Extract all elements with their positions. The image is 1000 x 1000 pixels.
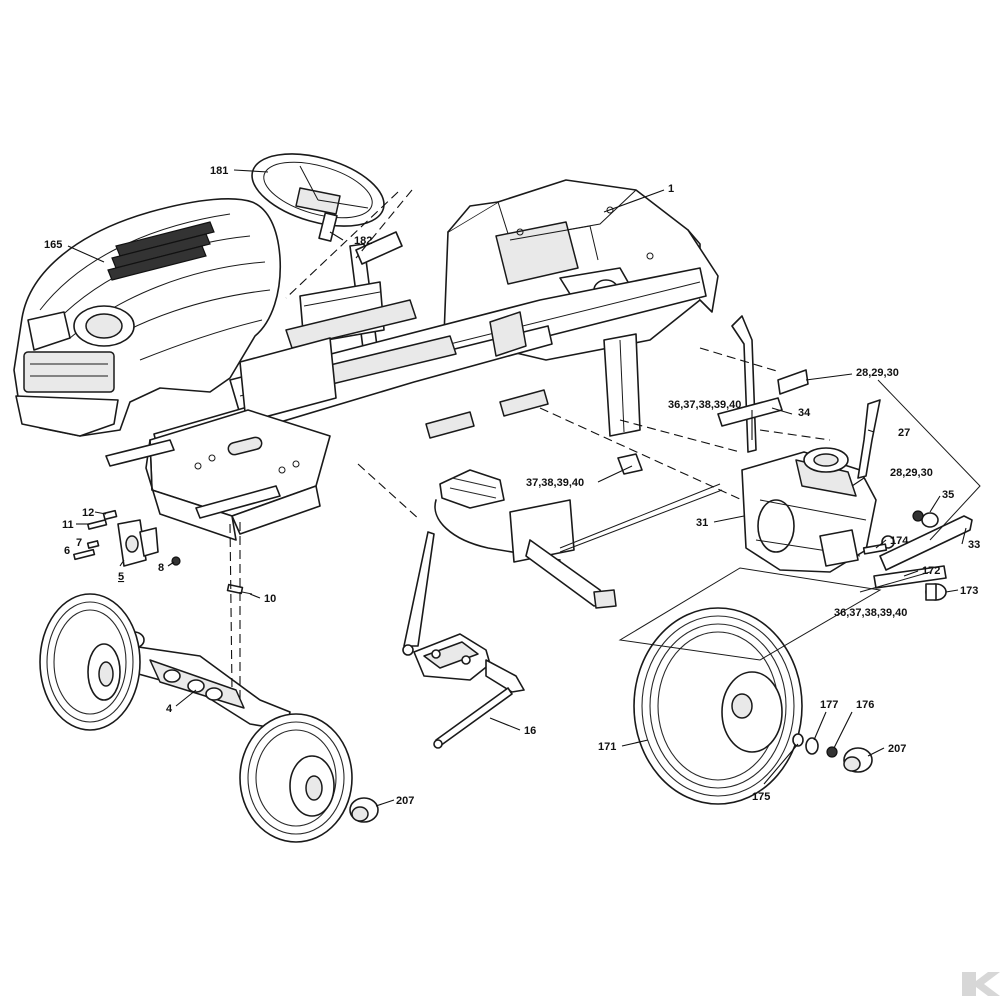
washer-177 (805, 737, 819, 755)
front-axle (117, 631, 291, 731)
spacer-173 (925, 583, 947, 601)
bracket-5 (117, 519, 159, 567)
bolt-6 (73, 548, 96, 561)
steering-wheel (251, 153, 385, 242)
bolt-12 (102, 509, 118, 521)
leader-lines (67, 169, 967, 807)
label-1: 1 (668, 183, 674, 195)
height-adjust-quadrant (413, 633, 525, 693)
label-182: 182 (354, 235, 372, 247)
shift-lever-27 (857, 399, 881, 479)
label-34: 34 (798, 407, 811, 419)
label-28-29-30-mid: 28,29,30 (890, 467, 933, 479)
label-207-front: 207 (396, 795, 414, 807)
transaxle (741, 447, 895, 573)
label-177: 177 (820, 699, 838, 711)
front-right-wheel (239, 713, 353, 843)
link-rod-16 (433, 687, 513, 749)
label-171: 171 (598, 741, 616, 753)
label-27: 27 (898, 427, 910, 439)
label-10: 10 (264, 593, 276, 605)
bolt-11 (86, 519, 108, 530)
main-frame (105, 179, 719, 541)
assembly-guide-lines (229, 189, 981, 700)
label-174: 174 (890, 535, 909, 547)
label-173: 173 (960, 585, 978, 597)
label-7: 7 (76, 537, 82, 549)
label-36-40-bottom: 36,37,38,39,40 (834, 607, 907, 619)
label-172: 172 (922, 565, 940, 577)
washer-175 (792, 733, 804, 747)
pedal-assembly (434, 453, 723, 609)
label-5: 5 (118, 571, 124, 583)
spacer-35 (912, 510, 939, 528)
label-8: 8 (158, 562, 164, 574)
bracket-28 (777, 369, 809, 395)
label-35: 35 (942, 489, 954, 501)
label-181: 181 (210, 165, 228, 177)
label-207-rear: 207 (888, 743, 906, 755)
brake-rod (402, 531, 435, 656)
label-4: 4 (166, 703, 173, 715)
hub-cap-front (349, 797, 379, 823)
label-175: 175 (752, 791, 770, 803)
hood-assembly (13, 198, 282, 437)
label-6: 6 (64, 545, 70, 557)
label-37-40: 37,38,39,40 (526, 477, 584, 489)
hub-cap-rear (843, 747, 873, 773)
label-33: 33 (968, 539, 980, 551)
hood-vent-grille (107, 221, 215, 281)
label-165: 165 (44, 239, 62, 251)
rear-wheel (633, 607, 803, 805)
k-brand-logo-icon (962, 972, 1000, 996)
part-labels: 1 181 182 165 28,29,30 36,37,38,39,40 34… (44, 165, 980, 807)
label-12: 12 (82, 507, 94, 519)
label-176: 176 (856, 699, 874, 711)
label-16: 16 (524, 725, 536, 737)
bracket-34 (717, 397, 783, 427)
bolt-7 (86, 540, 100, 549)
nut-8 (171, 556, 181, 566)
label-28-29-30-top: 28,29,30 (856, 367, 899, 379)
key-174 (862, 543, 888, 555)
bracket-33 (879, 515, 973, 571)
front-left-wheel (39, 593, 141, 731)
label-31: 31 (696, 517, 708, 529)
label-11: 11 (62, 519, 74, 531)
label-36-40-top: 36,37,38,39,40 (668, 399, 741, 411)
clip-176 (826, 746, 838, 758)
